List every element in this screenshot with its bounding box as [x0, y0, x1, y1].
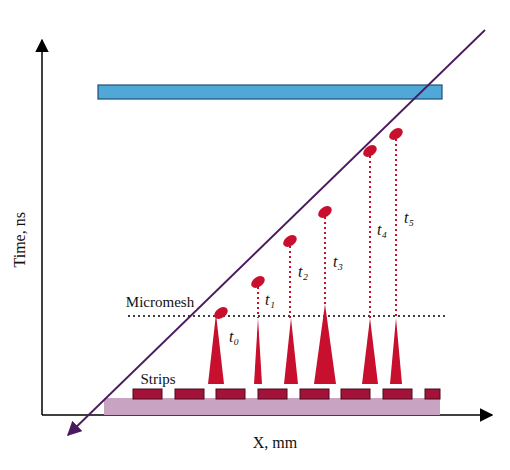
readout-board: [104, 398, 440, 415]
readout-strips: [133, 389, 440, 399]
time-label: t₁: [263, 291, 277, 309]
micromesh-line: [128, 315, 446, 316]
axis-title: Time, ns: [11, 210, 29, 269]
time-label: t₀: [227, 328, 241, 346]
drift-cathode-bar: [98, 85, 442, 99]
time-label: t₃: [331, 253, 345, 271]
ionization-clusters: [212, 126, 405, 322]
layer-label: Micromesh: [124, 294, 196, 311]
time-label: t₄: [375, 221, 389, 239]
time-label: t₅: [402, 209, 416, 227]
time-label: t₂: [296, 263, 310, 281]
particle-track: [68, 30, 485, 435]
time-axis: [41, 40, 43, 415]
signal-pulses: [208, 304, 402, 384]
layer-label: Strips: [138, 371, 177, 388]
axis-title: X, mm: [251, 434, 299, 452]
drift-lines: [258, 139, 396, 318]
